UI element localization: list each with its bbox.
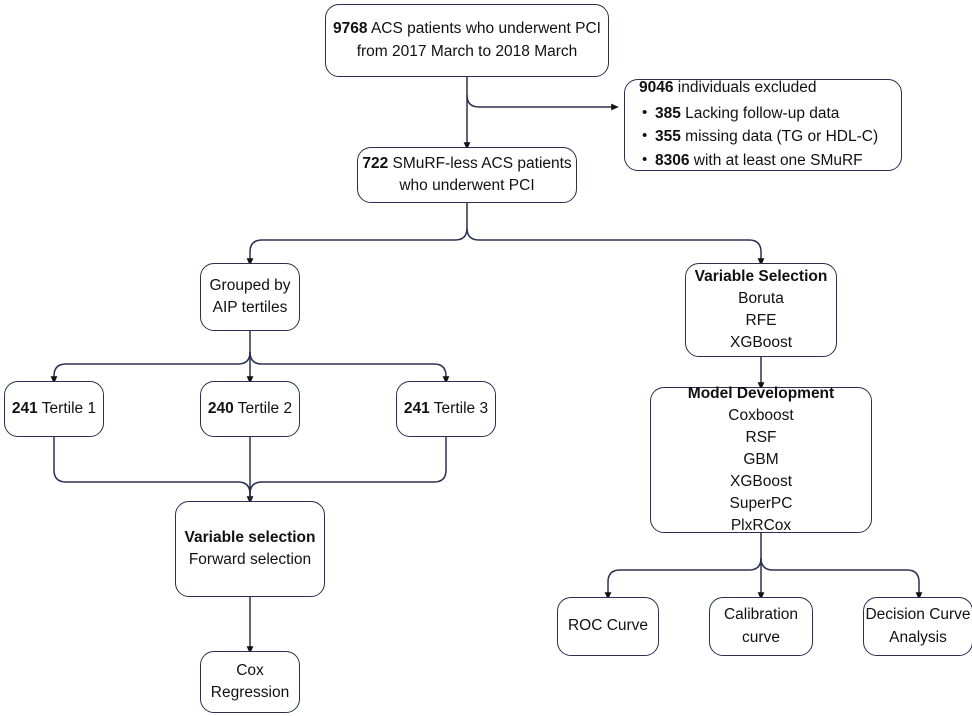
model-development-item: PlxRCox — [730, 517, 792, 534]
cox-regression-line-2: Regression — [210, 684, 290, 701]
bullet-icon: • — [642, 103, 648, 121]
tertile-2-label: Tertile 2 — [233, 399, 293, 417]
tertile-3-count: 241 — [403, 399, 430, 417]
cox-regression-line-1: Cox — [236, 661, 264, 679]
model-development-item: Coxboost — [728, 407, 794, 424]
node-tertile-2: 240 Tertile 2 — [200, 381, 300, 437]
excluded-reason-count: 355 — [655, 128, 681, 146]
cohort-line-1: 9768 ACS patients who underwent PCI — [333, 18, 601, 40]
decision-curve-line-2: Analysis — [889, 628, 947, 646]
model-development-header: Model Development — [687, 385, 835, 402]
excluded-count: 9046 — [639, 79, 674, 97]
excluded-reason-text: with at least one SMuRF — [689, 152, 863, 170]
calibration-curve-line-2: curve — [742, 628, 780, 646]
tertile-3-label: Tertile 3 — [429, 399, 489, 417]
varsel-right-item: Boruta — [738, 290, 784, 307]
model-development-item: RSF — [745, 429, 777, 446]
cohort-line-2: from 2017 March to 2018 March — [356, 42, 578, 60]
calibration-curve-line-1: Calibration — [723, 606, 799, 624]
smurfless-count: 722 — [362, 154, 389, 172]
excluded-title: 9046 individuals excluded — [639, 77, 817, 99]
node-roc-curve: ROC Curve — [557, 597, 659, 656]
excluded-reason-item: • 8306 with at least one SMuRF — [642, 149, 878, 173]
tertile-2-line: 240 Tertile 2 — [208, 398, 292, 420]
grouped-line-2: AIP tertiles — [212, 299, 288, 316]
tertile-1-count: 241 — [11, 399, 38, 417]
excluded-reason-item: • 385 Lacking follow-up data — [642, 102, 878, 126]
bullet-icon: • — [642, 127, 648, 145]
roc-curve-label: ROC Curve — [567, 617, 649, 635]
node-model-development: Model Development Coxboost RSF GBM XGBoo… — [650, 385, 872, 534]
varsel-right-header: Variable Selection — [694, 268, 828, 285]
node-grouped-by-aip-tertiles: Grouped by AIP tertiles — [200, 263, 300, 331]
tertile-1-label: Tertile 1 — [37, 399, 97, 417]
node-cohort-total: 9768 ACS patients who underwent PCI from… — [325, 4, 609, 77]
node-variable-selection-left: Variable selection Forward selection — [175, 501, 325, 597]
excluded-reason-count: 8306 — [655, 152, 690, 170]
smurfless-line-2: who underwent PCI — [399, 177, 535, 194]
tertile-2-count: 240 — [207, 399, 234, 417]
tertile-1-line: 241 Tertile 1 — [12, 398, 96, 420]
node-smurf-less-cohort: 722 SMuRF-less ACS patients who underwen… — [357, 147, 577, 203]
model-development-item: XGBoost — [729, 473, 793, 490]
cohort-line-1-rest: ACS patients who underwent PCI — [367, 20, 601, 38]
excluded-title-rest: individuals excluded — [673, 79, 817, 97]
cohort-count: 9768 — [333, 20, 368, 38]
excluded-reason-text: missing data (TG or HDL-C) — [680, 128, 879, 146]
node-decision-curve-analysis: Decision Curve Analysis — [863, 597, 972, 656]
node-tertile-3: 241 Tertile 3 — [396, 381, 496, 437]
excluded-reason-item: • 355 missing data (TG or HDL-C) — [642, 125, 879, 149]
varsel-left-sub: Forward selection — [188, 551, 312, 568]
excluded-reason-list: • 385 Lacking follow-up data • 355 missing… — [639, 102, 878, 173]
tertile-3-line: 241 Tertile 3 — [404, 398, 488, 420]
node-excluded: 9046 individuals excluded • 385 Lacking f… — [624, 79, 902, 171]
varsel-left-header: Variable selection — [184, 528, 316, 546]
smurfless-line-1-rest: SMuRF-less ACS patients — [388, 154, 572, 172]
decision-curve-line-1: Decision Curve — [865, 606, 971, 624]
model-development-item: GBM — [743, 451, 779, 468]
node-tertile-1: 241 Tertile 1 — [4, 381, 104, 437]
smurfless-line-1: 722 SMuRF-less ACS patients — [362, 153, 571, 175]
excluded-reason-text: Lacking follow-up data — [680, 104, 840, 122]
node-cox-regression: Cox Regression — [200, 651, 300, 713]
bullet-icon: • — [642, 151, 648, 169]
model-development-item: SuperPC — [729, 495, 793, 512]
node-calibration-curve: Calibration curve — [709, 597, 813, 656]
grouped-line-1: Grouped by — [209, 276, 291, 294]
node-variable-selection-right: Variable Selection Boruta RFE XGBoost — [685, 263, 837, 357]
varsel-right-item: RFE — [745, 312, 777, 329]
varsel-right-item: XGBoost — [729, 334, 793, 351]
excluded-reason-count: 385 — [655, 104, 681, 122]
